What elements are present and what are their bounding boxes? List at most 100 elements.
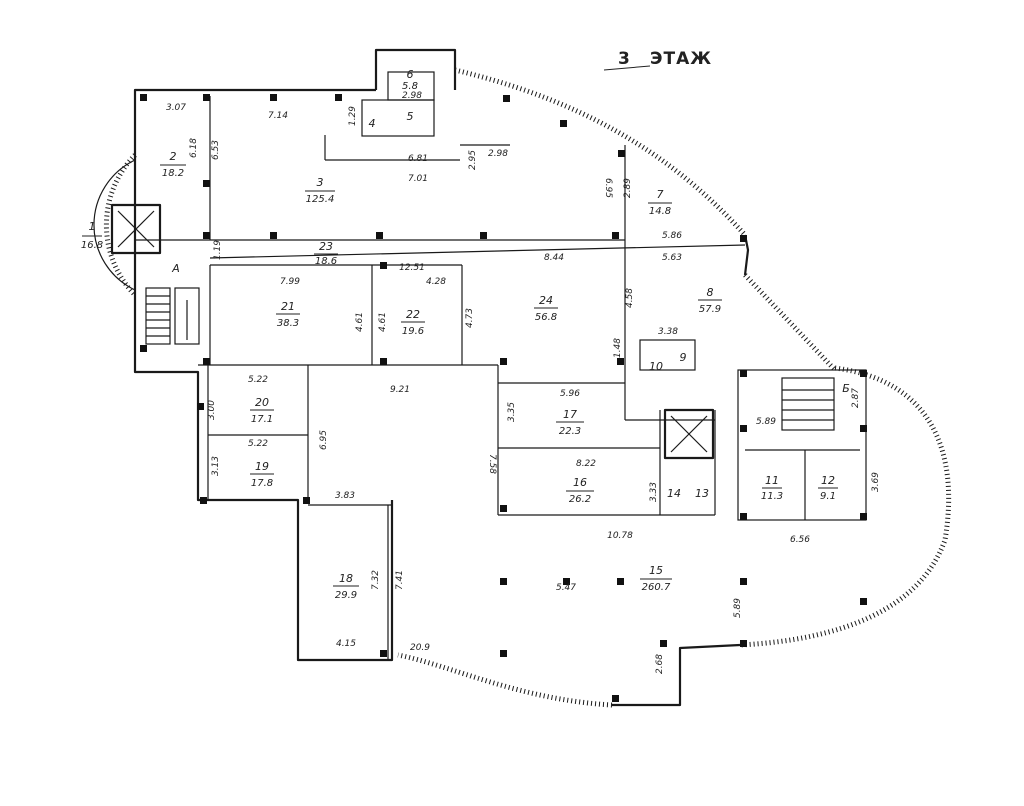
svg-text:17: 17 [563, 408, 577, 421]
svg-text:5.89: 5.89 [733, 598, 743, 618]
svg-text:57.9: 57.9 [699, 304, 721, 315]
room-7: 714.8 [648, 188, 672, 217]
svg-text:4.58: 4.58 [625, 288, 635, 308]
svg-text:3.00: 3.00 [207, 400, 217, 420]
room-2: 218.2 [160, 150, 186, 179]
room-21: 21 38.3 [276, 300, 300, 329]
svg-text:7.58: 7.58 [487, 454, 497, 474]
floor-number: 3 [618, 49, 631, 69]
svg-text:7: 7 [657, 188, 664, 201]
svg-text:5.89: 5.89 [756, 417, 776, 427]
svg-text:3: 3 [317, 176, 324, 189]
svg-text:23: 23 [319, 240, 333, 253]
stair-a-label: А [171, 262, 180, 275]
svg-text:8: 8 [707, 286, 714, 299]
svg-text:21: 21 [281, 300, 295, 313]
svg-text:14: 14 [667, 487, 681, 500]
svg-text:1.29: 1.29 [348, 106, 358, 126]
svg-text:38.3: 38.3 [277, 318, 299, 329]
svg-text:4.73: 4.73 [465, 308, 475, 328]
svg-text:12.51: 12.51 [399, 263, 425, 273]
room-15: 15 260.7 [640, 564, 672, 593]
svg-text:10.78: 10.78 [607, 531, 633, 541]
svg-text:6.18: 6.18 [189, 138, 199, 158]
svg-text:5.63: 5.63 [662, 253, 682, 263]
svg-text:5.22: 5.22 [248, 375, 268, 385]
svg-text:3.69: 3.69 [871, 472, 881, 492]
svg-text:1.48: 1.48 [613, 338, 623, 358]
svg-text:15: 15 [649, 564, 663, 577]
svg-text:9: 9 [680, 351, 687, 364]
svg-text:9.1: 9.1 [820, 491, 836, 502]
svg-text:5.8: 5.8 [402, 81, 418, 92]
floor-label: ЭТАЖ [650, 49, 712, 69]
room-1: 116.8 [81, 220, 103, 251]
room-23: 23 18.6 [314, 240, 338, 267]
svg-text:18.6: 18.6 [315, 256, 337, 267]
svg-text:12: 12 [821, 474, 835, 487]
room-6: 65.8 [402, 68, 418, 92]
svg-text:7.14: 7.14 [268, 111, 288, 121]
svg-text:16: 16 [573, 476, 587, 489]
svg-text:11.3: 11.3 [761, 491, 783, 502]
svg-text:5.47: 5.47 [556, 583, 576, 593]
room-12: 129.1 [818, 474, 838, 502]
svg-text:3.07: 3.07 [166, 103, 186, 113]
svg-text:3.35: 3.35 [507, 402, 517, 422]
svg-text:20.9: 20.9 [410, 643, 430, 653]
svg-text:8.44: 8.44 [544, 253, 564, 263]
room-10: 10 [649, 360, 663, 373]
svg-text:26.2: 26.2 [569, 494, 591, 505]
room-13: 13 [695, 487, 709, 500]
elevator-b [663, 408, 715, 460]
room-3: 3 125.4 [305, 176, 335, 205]
outer-walls [93, 48, 952, 708]
svg-text:2.98: 2.98 [488, 149, 508, 159]
svg-text:5.86: 5.86 [662, 231, 682, 241]
dimension-labels: 3.07 7.14 6.18 6.53 2.98 1.29 6.81 7.01 … [166, 91, 881, 674]
svg-text:24: 24 [539, 294, 553, 307]
svg-text:3.83: 3.83 [335, 491, 355, 501]
room-16: 16 26.2 [566, 476, 594, 505]
svg-text:5: 5 [407, 110, 414, 123]
svg-text:19: 19 [255, 460, 269, 473]
svg-text:2.89: 2.89 [623, 178, 633, 198]
svg-text:7.01: 7.01 [408, 174, 428, 184]
room-5: 5 [407, 110, 414, 123]
svg-text:2.68: 2.68 [655, 654, 665, 674]
columns [140, 94, 867, 702]
svg-text:6.81: 6.81 [408, 154, 428, 164]
svg-text:260.7: 260.7 [642, 582, 671, 593]
svg-text:4.15: 4.15 [336, 639, 356, 649]
svg-text:6.95: 6.95 [319, 430, 329, 450]
svg-text:2.87: 2.87 [851, 388, 861, 408]
svg-text:14.8: 14.8 [649, 206, 671, 217]
svg-text:4.28: 4.28 [426, 277, 446, 287]
svg-text:9.21: 9.21 [390, 385, 410, 395]
svg-text:20: 20 [255, 396, 269, 409]
svg-text:13: 13 [695, 487, 709, 500]
svg-text:5.96: 5.96 [560, 389, 580, 399]
room-4: 4 [369, 117, 376, 130]
svg-text:3.13: 3.13 [211, 456, 221, 476]
floor-title: 3 ЭТАЖ [603, 49, 712, 71]
svg-text:11: 11 [765, 474, 779, 487]
svg-text:1.19: 1.19 [213, 240, 223, 260]
svg-text:7.99: 7.99 [280, 277, 300, 287]
svg-text:4.61: 4.61 [378, 312, 388, 332]
svg-text:18: 18 [339, 572, 353, 585]
stair-a: А [145, 262, 200, 345]
room-8: 857.9 [698, 286, 722, 315]
svg-text:6: 6 [407, 68, 414, 81]
svg-text:125.4: 125.4 [306, 194, 335, 205]
svg-text:3.38: 3.38 [658, 327, 678, 337]
svg-text:2.95: 2.95 [468, 150, 478, 170]
interior-walls [135, 71, 867, 660]
svg-text:10: 10 [649, 360, 663, 373]
